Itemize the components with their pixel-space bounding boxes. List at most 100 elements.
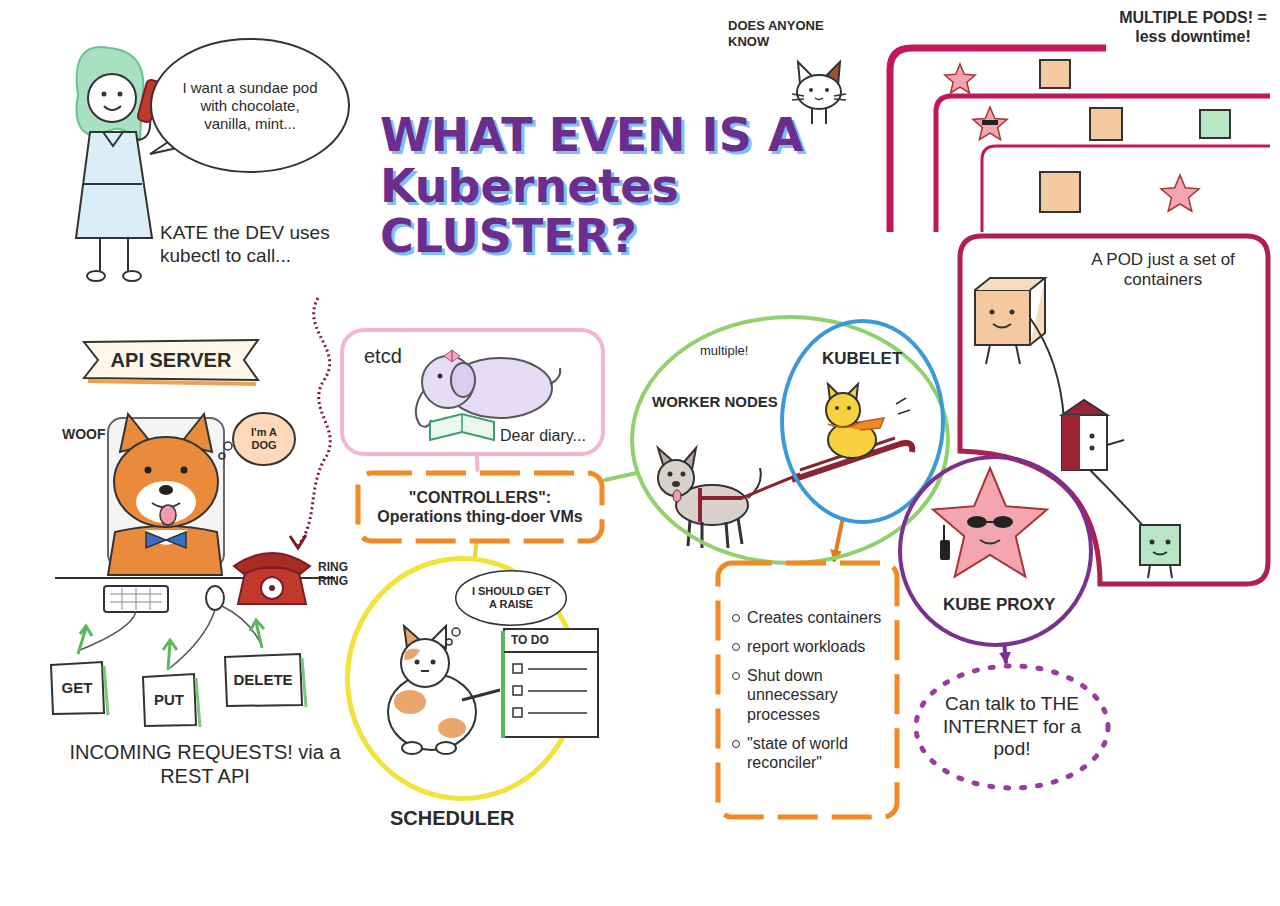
node-outline	[898, 455, 1093, 647]
desk-part	[110, 588, 162, 610]
connector	[834, 521, 842, 560]
proxy-star-part	[933, 468, 1047, 577]
controllers-box: "CONTROLLERS": Operations thing-doer VMs	[355, 470, 605, 544]
scheduler-cat-part	[404, 648, 420, 660]
curious-cat-part	[812, 109, 826, 124]
connector	[475, 456, 480, 470]
footer-note: INCOMING REQUESTS! via a REST API	[45, 740, 365, 788]
api-dog-part	[146, 532, 186, 548]
pod-stack-decor-part	[982, 120, 998, 125]
thought-bubble: I SHOULD GET A RAISE	[455, 570, 567, 626]
kate-figure-part	[103, 132, 123, 146]
outline-stroke	[151, 39, 349, 172]
pod-stack-decor-part	[1161, 175, 1199, 211]
worker-dog-part	[673, 490, 681, 502]
phone-cord	[290, 298, 330, 548]
api-dog-part	[181, 467, 188, 474]
api-dog-part	[145, 467, 152, 474]
outline-stroke	[143, 674, 196, 726]
node-outline	[355, 470, 605, 544]
node-text: API SERVER	[111, 348, 232, 372]
outline-stroke	[456, 571, 567, 626]
worker-dog-part	[681, 472, 686, 477]
api-dog-part	[160, 505, 176, 525]
kate-figure-part	[88, 74, 136, 122]
container-box-part	[1090, 446, 1095, 451]
outline-stroke	[504, 651, 598, 653]
connector	[605, 473, 636, 480]
curious-cat-part	[825, 88, 829, 92]
desk-part	[104, 586, 168, 612]
request-paper: PUT	[140, 672, 198, 728]
container-box-part	[1148, 565, 1172, 578]
thought-bubble: I'm A DOG	[232, 412, 296, 466]
outline-stroke	[528, 690, 587, 692]
node-text: KUBE PROXY	[943, 595, 1055, 615]
banner-label: API SERVER	[80, 338, 262, 382]
outline-stroke	[51, 662, 104, 714]
kubelet-cat-part	[835, 406, 839, 410]
scheduler-cat-part	[452, 628, 460, 636]
speech-note: DOES ANYONE KNOW	[728, 18, 840, 49]
pod-stack-decor-part	[973, 107, 1007, 140]
container-box-part	[993, 324, 1011, 328]
list-item: Creates containers	[747, 608, 888, 627]
outline-stroke	[513, 708, 522, 717]
etcd-elephant-part	[451, 363, 475, 397]
outline-stroke	[900, 457, 1091, 645]
outline-stroke	[302, 658, 306, 707]
outline-stroke	[196, 678, 200, 727]
outline-stroke	[501, 631, 505, 738]
container-box-part	[1166, 540, 1171, 545]
proxy-star	[933, 468, 1047, 577]
pod-stack-decor-part	[1040, 60, 1070, 88]
pod-stack-decor-part	[945, 64, 975, 93]
todo-window: TO DO	[503, 628, 599, 738]
desk-part	[206, 586, 224, 610]
outline-stroke	[504, 629, 598, 737]
kubelet-cat-part	[896, 398, 910, 414]
node-text: SCHEDULER	[390, 806, 514, 830]
node-text: I'm A DOG	[240, 426, 288, 452]
outline-stroke	[88, 381, 256, 384]
worker-dog-part	[700, 488, 742, 522]
kate-figure-part	[102, 92, 107, 97]
worker-dog-part	[688, 518, 742, 548]
api-dog-part	[114, 437, 218, 527]
container-box	[1062, 400, 1145, 528]
desk-phone	[234, 553, 310, 604]
curious-cat-part	[809, 88, 813, 92]
sound-label: RING RING	[318, 560, 364, 589]
etcd-elephant-part	[448, 358, 552, 418]
request-arrows-part	[250, 620, 264, 648]
container-box-part	[1062, 415, 1107, 470]
node-text: TO DO	[511, 633, 549, 647]
connector	[475, 544, 476, 557]
node-text: multiple!	[700, 343, 748, 359]
request-arrows-part	[78, 626, 92, 654]
kubelet-cat	[826, 384, 910, 458]
api-dog-part	[108, 526, 222, 575]
node-text: etcd	[364, 344, 402, 368]
scheduler-cat-part	[438, 718, 466, 738]
scheduler-cat-part	[462, 690, 500, 700]
kubelet-cat-part	[828, 418, 884, 430]
etcd-cloud: etcdDear diary...	[340, 328, 605, 456]
outline-stroke	[916, 666, 1108, 788]
kate-figure-part	[77, 47, 144, 140]
container-box-part	[1153, 552, 1167, 555]
proxy-star-part	[967, 516, 987, 528]
kate-figure-part	[99, 238, 101, 272]
phone-cord-part	[290, 535, 306, 548]
internet-burst: Can talk to THE INTERNET for a pod!	[912, 662, 1112, 792]
outline-stroke	[513, 686, 522, 695]
node-text: MULTIPLE PODS! = less downtime!	[1118, 8, 1268, 46]
sound-label: WOOF	[62, 426, 106, 443]
outline-stroke	[936, 96, 1270, 232]
node-text: WORKER NODES	[652, 393, 778, 411]
etcd-elephant-part	[438, 374, 443, 379]
kate-figure-part	[123, 271, 141, 281]
api-dog	[108, 414, 232, 575]
scheduler-cat-part	[436, 742, 456, 754]
request-paper: DELETE	[222, 652, 304, 708]
